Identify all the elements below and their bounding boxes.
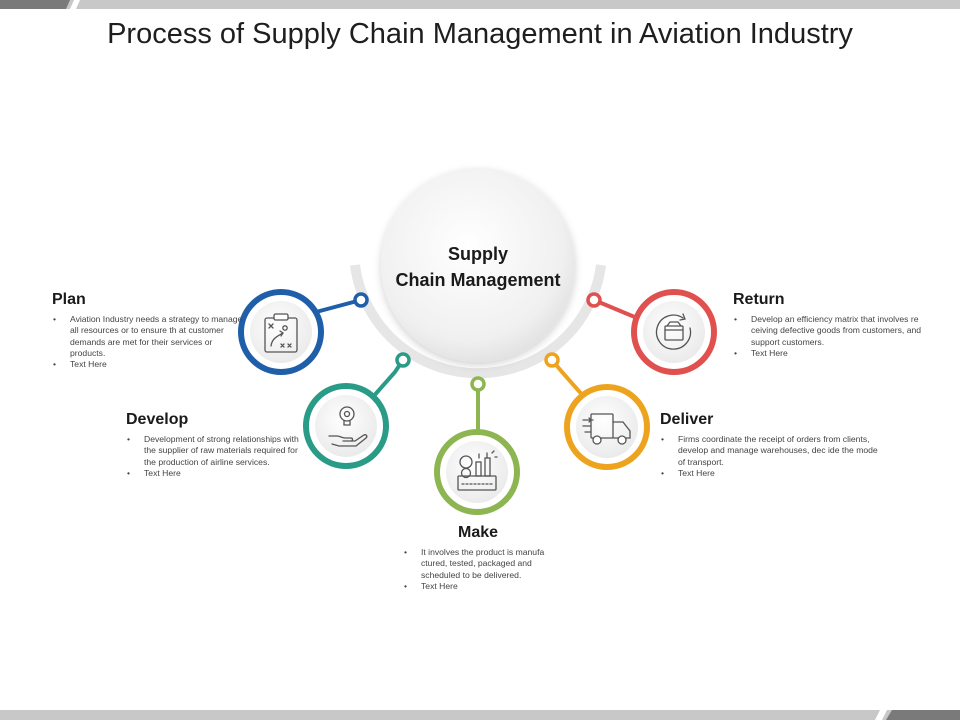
deliver-connector	[544, 352, 587, 400]
deliver-title: Deliver	[660, 411, 714, 428]
hub-label-line2: Chain Management	[395, 270, 561, 290]
make-connector	[470, 376, 486, 430]
hub-circle	[381, 168, 575, 362]
return-description: Develop an efficiency matrix that involv…	[733, 314, 941, 359]
return-title: Return	[733, 291, 785, 308]
plan-title: Plan	[52, 291, 86, 308]
develop-bullet-2: Text Here	[127, 468, 304, 480]
return-connector	[586, 292, 638, 320]
make-description: It involves the product is manufa ctured…	[403, 547, 571, 592]
return-bullet-2: Text Here	[734, 348, 941, 360]
develop-bullet-1: Development of strong relationships with…	[127, 434, 304, 468]
hub-label: Supply Chain Management	[380, 241, 576, 293]
deliver-bullet-2: Text Here	[661, 468, 878, 480]
deliver-bullet-1: Firms coordinate the receipt of orders f…	[661, 434, 878, 468]
hub-label-line1: Supply	[447, 244, 508, 264]
return-node	[631, 289, 717, 375]
idea-in-hand-icon	[328, 406, 368, 447]
develop-title: Develop	[126, 411, 189, 428]
return-box-icon	[655, 313, 692, 350]
delivery-truck-icon	[582, 413, 631, 445]
develop-connector	[370, 352, 411, 400]
plan-description: Aviation Industry needs a strategy to ma…	[52, 314, 248, 371]
return-bullet-1: Develop an efficiency matrix that involv…	[734, 314, 941, 348]
production-tools-icon	[457, 450, 498, 491]
top-decor-bar	[0, 0, 960, 9]
hub-arc	[350, 264, 606, 379]
strategy-board-icon	[264, 313, 298, 353]
plan-bullet-2: Text Here	[53, 359, 248, 371]
make-bullet-2: Text Here	[404, 581, 571, 593]
plan-connector	[315, 292, 369, 314]
bottom-decor-bar	[0, 710, 960, 720]
develop-node	[303, 383, 389, 469]
develop-description: Development of strong relationships with…	[126, 434, 304, 479]
make-node	[434, 429, 520, 515]
make-bullet-1: It involves the product is manufa ctured…	[404, 547, 571, 581]
deliver-node	[564, 384, 650, 470]
make-title: Make	[458, 524, 499, 541]
deliver-description: Firms coordinate the receipt of orders f…	[660, 434, 878, 479]
plan-bullet-1: Aviation Industry needs a strategy to ma…	[53, 314, 248, 359]
page-title: Process of Supply Chain Management in Av…	[107, 18, 853, 50]
